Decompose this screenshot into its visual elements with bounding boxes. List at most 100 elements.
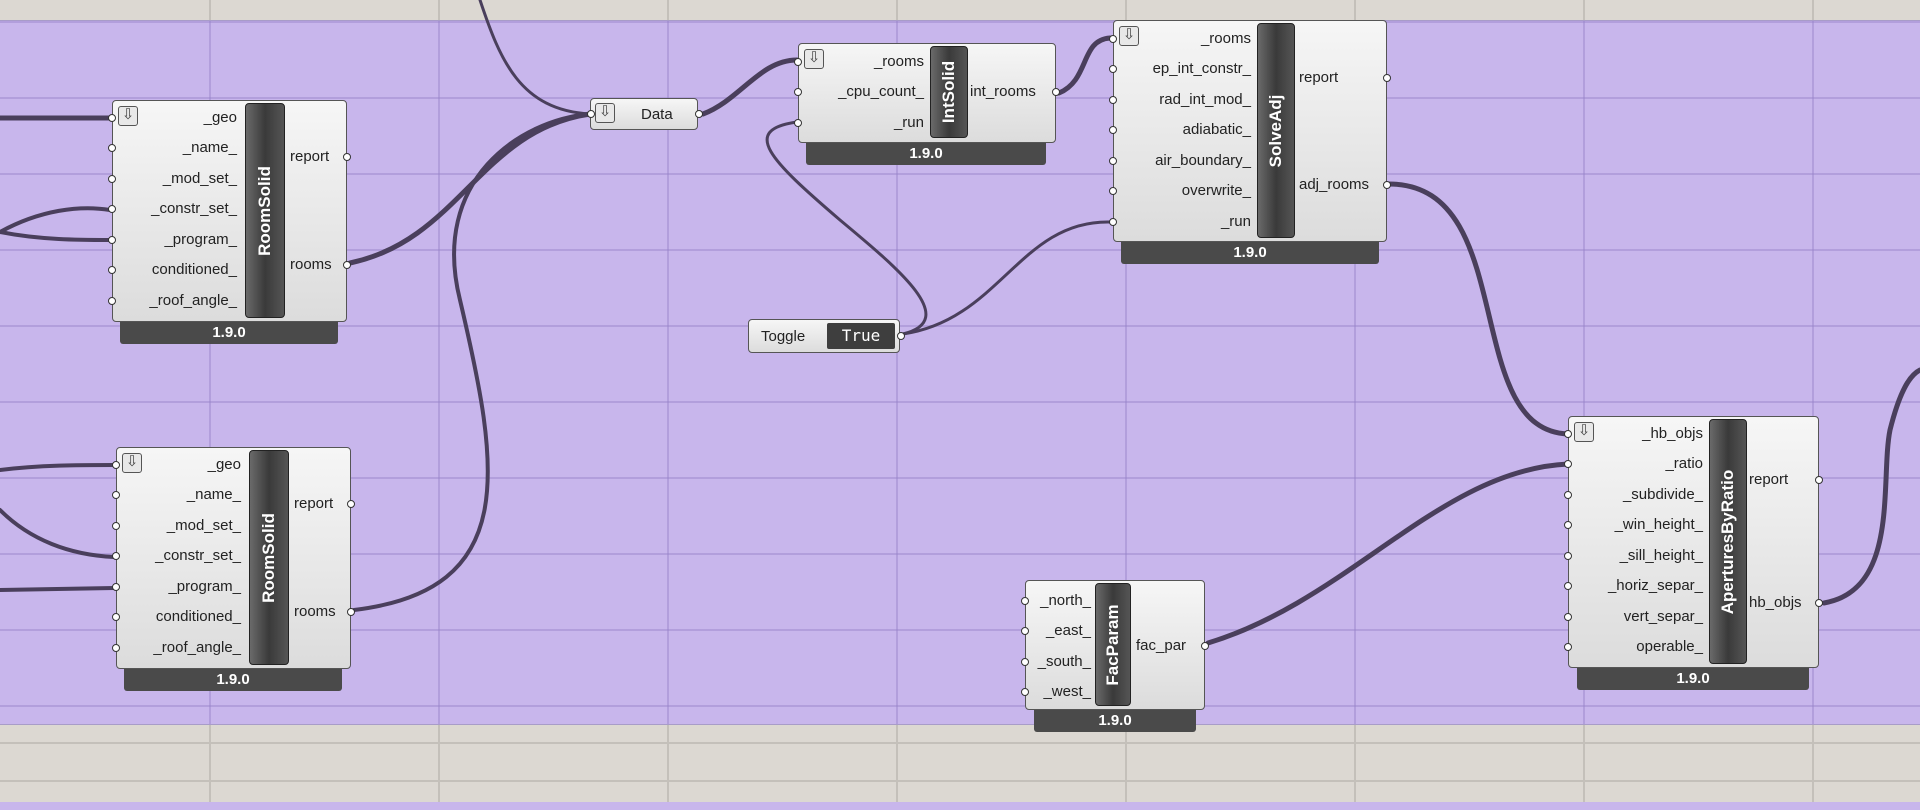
output-rooms: rooms xyxy=(290,256,332,273)
input-grip[interactable] xyxy=(1564,460,1572,468)
input-hb-objs: _hb_objs xyxy=(1642,425,1703,442)
input-name: _name_ xyxy=(182,139,237,156)
input-north: _north_ xyxy=(1040,592,1091,609)
input-win-height: _win_height_ xyxy=(1614,516,1703,533)
input-ratio: _ratio xyxy=(1665,455,1703,472)
wire-constr-1 xyxy=(0,206,112,234)
int-solid-component[interactable]: ⇩ IntSolid _rooms _cpu_count_ _run int_r… xyxy=(794,43,1060,165)
input-grip[interactable] xyxy=(108,144,116,152)
input-grip[interactable] xyxy=(1564,430,1572,438)
input-conditioned: conditioned_ xyxy=(151,261,237,278)
input-grip[interactable] xyxy=(112,491,120,499)
input-grip[interactable] xyxy=(1109,96,1117,104)
input-grip[interactable] xyxy=(108,236,116,244)
version-label: 1.9.0 xyxy=(1121,242,1379,264)
output-grip[interactable] xyxy=(897,332,905,340)
wire-geo-2 xyxy=(0,463,116,472)
input-run: _run xyxy=(893,114,924,131)
output-rooms: rooms xyxy=(294,603,336,620)
component-name: AperturesByRatio xyxy=(1718,469,1737,614)
version-label: 1.9.0 xyxy=(124,669,342,691)
download-arrow-icon[interactable]: ⇩ xyxy=(1574,422,1594,442)
output-grip[interactable] xyxy=(347,608,355,616)
output-grip[interactable] xyxy=(1383,181,1391,189)
room-solid-component-2[interactable]: ⇩ RoomSolid _geo _name_ _mod_set_ _const… xyxy=(112,447,355,691)
output-report: report xyxy=(290,148,330,165)
wire-top-data xyxy=(478,0,592,116)
input-mod-set: _mod_set_ xyxy=(162,170,237,187)
download-arrow-icon[interactable]: ⇩ xyxy=(804,49,824,69)
solve-adj-component[interactable]: ⇩ SolveAdj _rooms ep_int_constr_ rad_int… xyxy=(1109,20,1391,264)
input-grip[interactable] xyxy=(112,522,120,530)
component-name: RoomSolid xyxy=(255,165,274,256)
input-grip[interactable] xyxy=(112,583,120,591)
boolean-toggle[interactable]: Toggle True xyxy=(748,319,905,353)
input-grip[interactable] xyxy=(1021,688,1029,696)
input-grip[interactable] xyxy=(1564,552,1572,560)
input-rad-int-mod: rad_int_mod_ xyxy=(1159,91,1251,108)
output-grip[interactable] xyxy=(1815,599,1823,607)
data-param[interactable]: ⇩ Data xyxy=(587,98,703,130)
component-name: SolveAdj xyxy=(1266,94,1285,167)
input-grip[interactable] xyxy=(1109,65,1117,73)
input-grip[interactable] xyxy=(108,266,116,274)
input-grip[interactable] xyxy=(794,58,802,66)
toggle-label: Toggle xyxy=(761,328,806,345)
input-name: _name_ xyxy=(186,486,241,503)
input-horiz-separ: _horiz_separ_ xyxy=(1607,577,1703,594)
input-grip[interactable] xyxy=(1564,491,1572,499)
input-grip[interactable] xyxy=(112,644,120,652)
wire-hbobjs-out xyxy=(1821,367,1920,606)
input-grip[interactable] xyxy=(112,613,120,621)
apertures-by-ratio-component[interactable]: ⇩ AperturesByRatio _hb_objs _ratio _subd… xyxy=(1564,416,1823,690)
input-grip[interactable] xyxy=(108,114,116,122)
input-grip[interactable] xyxy=(794,88,802,96)
output-report: report xyxy=(294,495,334,512)
input-south: _south_ xyxy=(1037,653,1091,670)
fac-param-component[interactable]: FacParam _north_ _east_ _south_ _west_ f… xyxy=(1021,580,1209,732)
input-grip[interactable] xyxy=(1564,613,1572,621)
output-grip[interactable] xyxy=(695,110,703,118)
input-air-boundary: air_boundary_ xyxy=(1155,152,1251,169)
input-grip[interactable] xyxy=(587,110,595,118)
input-grip[interactable] xyxy=(1564,643,1572,651)
toggle-value[interactable]: True xyxy=(827,323,895,349)
output-grip[interactable] xyxy=(347,500,355,508)
version-label: 1.9.0 xyxy=(1577,668,1809,690)
input-grip[interactable] xyxy=(1109,35,1117,43)
input-constr-set: _constr_set_ xyxy=(155,547,241,564)
output-grip[interactable] xyxy=(1383,74,1391,82)
output-grip[interactable] xyxy=(1815,476,1823,484)
input-grip[interactable] xyxy=(1109,157,1117,165)
wire-toggle-solveadj xyxy=(901,220,1112,336)
input-grip[interactable] xyxy=(1021,658,1029,666)
output-grip[interactable] xyxy=(1201,642,1209,650)
output-grip[interactable] xyxy=(343,261,351,269)
output-grip[interactable] xyxy=(1052,88,1060,96)
output-report: report xyxy=(1299,69,1339,86)
input-grip[interactable] xyxy=(1109,218,1117,226)
download-arrow-icon[interactable]: ⇩ xyxy=(595,103,615,123)
input-grip[interactable] xyxy=(108,175,116,183)
download-arrow-icon[interactable]: ⇩ xyxy=(118,106,138,126)
input-grip[interactable] xyxy=(1109,187,1117,195)
output-grip[interactable] xyxy=(343,153,351,161)
input-grip[interactable] xyxy=(108,297,116,305)
input-grip[interactable] xyxy=(1021,597,1029,605)
input-run: _run xyxy=(1220,213,1251,230)
input-grip[interactable] xyxy=(1564,521,1572,529)
input-grip[interactable] xyxy=(1021,627,1029,635)
input-roof-angle: _roof_angle_ xyxy=(153,639,241,656)
input-grip[interactable] xyxy=(794,119,802,127)
download-arrow-icon[interactable]: ⇩ xyxy=(1119,26,1139,46)
input-grip[interactable] xyxy=(108,205,116,213)
download-arrow-icon[interactable]: ⇩ xyxy=(122,453,142,473)
output-adj-rooms: adj_rooms xyxy=(1299,176,1370,193)
input-roof-angle: _roof_angle_ xyxy=(149,292,237,309)
input-grip[interactable] xyxy=(1109,126,1117,134)
input-grip[interactable] xyxy=(112,552,120,560)
input-grip[interactable] xyxy=(1564,582,1572,590)
input-grip[interactable] xyxy=(112,461,120,469)
room-solid-component-1[interactable]: ⇩ RoomSolid _geo _name_ _mod_set_ _const… xyxy=(108,100,351,344)
